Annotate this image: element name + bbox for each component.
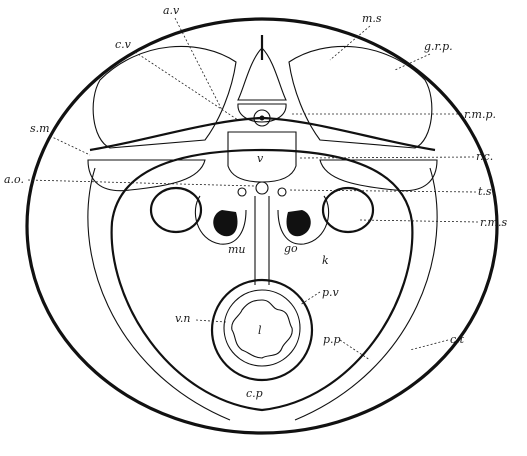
label-mu: mu xyxy=(228,243,246,256)
left-myotome xyxy=(93,46,236,148)
label-vn: v.n xyxy=(175,312,191,325)
right-myotome xyxy=(289,46,432,148)
right-cardinal-vein xyxy=(278,188,286,196)
label-cp: c.p xyxy=(246,387,263,400)
label-ao: a.o. xyxy=(4,173,24,186)
label-rc: r.c. xyxy=(476,150,493,163)
intestine-wall xyxy=(212,280,312,380)
leader-vn xyxy=(196,320,226,322)
leader-pv xyxy=(300,292,320,305)
label-cv: c.v xyxy=(115,38,132,51)
right-lateral-muscle xyxy=(320,160,437,191)
label-k: k xyxy=(322,254,329,267)
leader-rms xyxy=(360,220,478,222)
label-sm: s.m xyxy=(30,122,50,135)
leader-rc xyxy=(300,157,474,158)
intestine-inner xyxy=(224,290,300,366)
label-ts: t.s. xyxy=(478,185,495,198)
leader-sm xyxy=(50,136,90,155)
leader-ao xyxy=(28,180,255,186)
label-l: l xyxy=(258,324,262,337)
label-pv: p.v xyxy=(322,286,340,299)
leader-ts xyxy=(288,190,476,192)
label-pp: p.p xyxy=(323,333,341,346)
outer-body-wall xyxy=(27,19,497,433)
central-canal xyxy=(260,116,265,121)
label-av: a.v xyxy=(163,4,180,17)
leader-cv xyxy=(135,52,238,120)
right-gonad-body xyxy=(287,210,311,236)
left-kidney xyxy=(151,188,201,232)
label-ct: c.t xyxy=(450,333,465,346)
left-cardinal-vein xyxy=(238,188,246,196)
left-lateral-muscle xyxy=(88,160,205,191)
label-rms: r.m.s xyxy=(480,216,507,229)
label-rmp: r.m.p. xyxy=(464,108,496,121)
leader-ct xyxy=(410,340,448,350)
left-mullerian-duct xyxy=(213,210,237,236)
label-grp: g.r.p. xyxy=(424,40,453,53)
right-kidney xyxy=(323,188,373,232)
leader-pp xyxy=(340,340,370,360)
label-v: v xyxy=(257,152,264,165)
label-ms: m.s xyxy=(362,12,382,25)
aorta xyxy=(256,182,268,194)
intestine-lumen xyxy=(232,300,293,358)
label-go: go xyxy=(284,242,298,255)
dorsal-mesentery xyxy=(255,196,269,285)
somatopleure-line xyxy=(88,168,437,420)
